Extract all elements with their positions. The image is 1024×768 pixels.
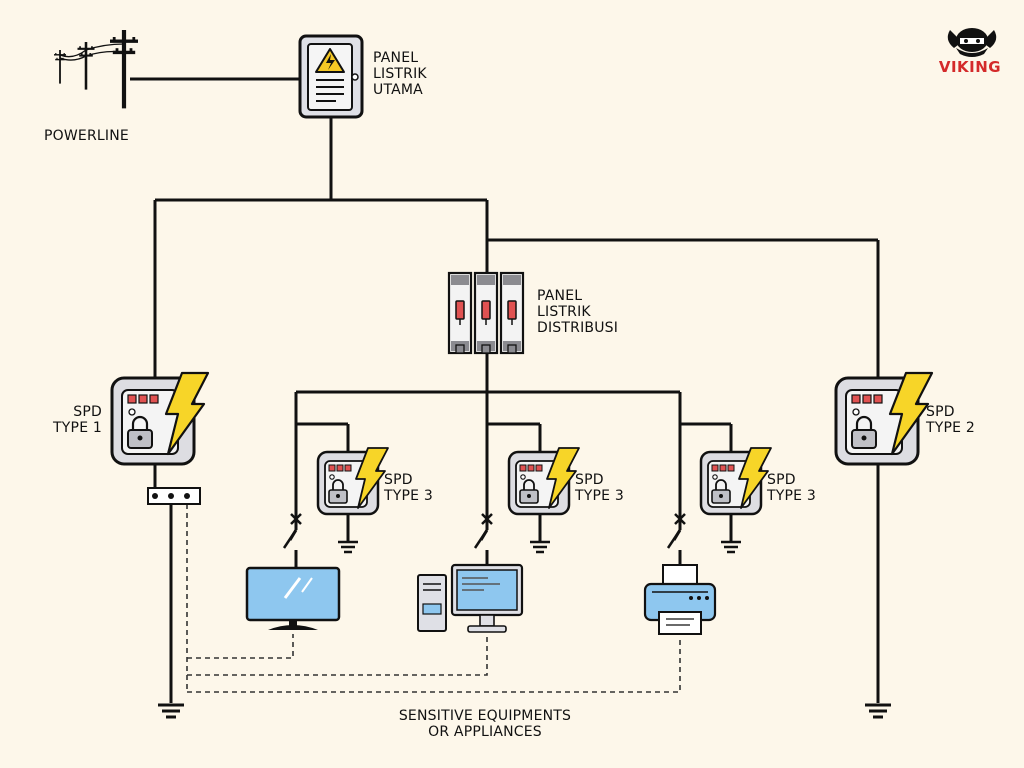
desktop-computer-icon: [417, 563, 524, 633]
dashed-bonding-lines: [186, 504, 681, 693]
sensitive-equipment-label: SENSITIVE EQUIPMENTS OR APPLIANCES: [398, 708, 572, 740]
spd-type3-label-left: SPD TYPE 3: [384, 472, 433, 504]
printer-icon: [643, 564, 717, 635]
spd-type1-label: SPD TYPE 1: [53, 404, 102, 436]
spd-type3-label-right: SPD TYPE 3: [767, 472, 816, 504]
distribution-panel-label: PANEL LISTRIK DISTRIBUSI: [537, 288, 619, 336]
wiring: [130, 77, 880, 703]
utility-pole-icon: [53, 30, 138, 108]
spd-type2-label: SPD TYPE 2: [926, 404, 975, 436]
main-panel-label: PANEL LISTRIK UTAMA: [373, 50, 427, 98]
viking-logo-icon: [947, 28, 997, 57]
circuit-breaker-icon: [447, 271, 525, 355]
terminal-block-icon: [147, 487, 201, 505]
electrical-panel-icon: [298, 34, 364, 119]
viking-logo-text: VIKING: [938, 58, 1002, 76]
monitor-icon: [245, 566, 341, 630]
powerline-label: POWERLINE: [44, 128, 129, 144]
disconnect-switch-icon: [282, 513, 686, 549]
spd-type3-label-middle: SPD TYPE 3: [575, 472, 624, 504]
